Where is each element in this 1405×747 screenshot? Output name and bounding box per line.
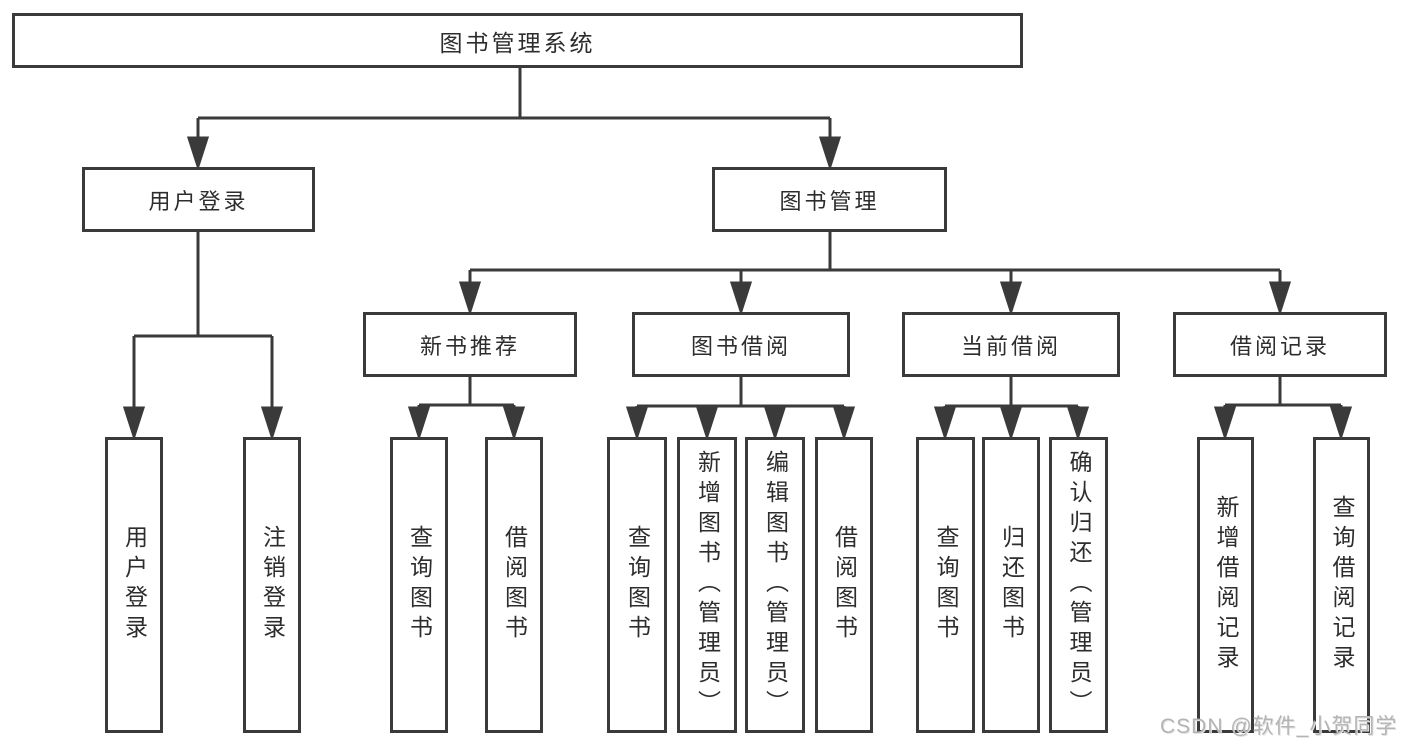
node-label: 归还图书 bbox=[998, 525, 1025, 645]
connector-user-login-to-leaves bbox=[122, 232, 284, 441]
arrowhead bbox=[999, 281, 1023, 316]
node-label: 借阅图书 bbox=[831, 525, 858, 645]
node-label: 新增图书（管理员） bbox=[694, 450, 721, 720]
node-label: 查询图书 bbox=[406, 525, 433, 645]
arrowhead bbox=[1066, 406, 1090, 441]
node-borrow-records: 借阅记录 bbox=[1173, 312, 1387, 377]
connector-root-to-level2 bbox=[186, 68, 842, 171]
arrowhead bbox=[458, 281, 482, 316]
leaf-user-login: 用户登录 bbox=[105, 437, 163, 733]
connector-book-borrow-to-leaves bbox=[625, 377, 856, 441]
node-label: 新书推荐 bbox=[419, 333, 520, 359]
leaf-add-book-admin: 新增图书（管理员） bbox=[677, 437, 737, 733]
arrowhead bbox=[1329, 406, 1353, 441]
leaf-query-books-current: 查询图书 bbox=[916, 437, 975, 733]
arrowhead bbox=[122, 406, 146, 441]
node-label: 用户登录 bbox=[121, 525, 148, 645]
csdn-watermark: CSDN @软件_小贺同学 bbox=[1160, 715, 1398, 738]
arrowhead bbox=[625, 406, 649, 441]
node-label: 借阅图书 bbox=[501, 525, 528, 645]
leaf-return-book: 归还图书 bbox=[982, 437, 1040, 733]
node-current-borrow: 当前借阅 bbox=[902, 312, 1120, 377]
arrowhead bbox=[933, 406, 957, 441]
leaf-borrow-books: 借阅图书 bbox=[815, 437, 873, 733]
arrowhead bbox=[186, 136, 210, 171]
leaf-confirm-return-admin: 确认归还（管理员） bbox=[1049, 437, 1108, 733]
connector-borrow-records-to-leaves bbox=[1213, 377, 1353, 441]
node-label: 借阅记录 bbox=[1229, 333, 1330, 359]
leaf-add-borrow-record: 新增借阅记录 bbox=[1197, 437, 1254, 733]
leaf-logout: 注销登录 bbox=[243, 437, 301, 733]
node-book-management: 图书管理 bbox=[712, 167, 947, 232]
node-user-login: 用户登录 bbox=[82, 167, 315, 232]
connector-new-book-to-leaves bbox=[407, 377, 526, 441]
arrowhead bbox=[832, 406, 856, 441]
leaf-query-borrow-record: 查询借阅记录 bbox=[1313, 437, 1370, 733]
node-label: 编辑图书（管理员） bbox=[762, 450, 789, 720]
arrowhead bbox=[1268, 281, 1292, 316]
arrowhead bbox=[999, 406, 1023, 441]
node-label: 查询图书 bbox=[624, 525, 651, 645]
arrowhead bbox=[818, 136, 842, 171]
node-label: 用户登录 bbox=[148, 188, 249, 214]
arrowhead bbox=[260, 406, 284, 441]
leaf-edit-book-admin: 编辑图书（管理员） bbox=[745, 437, 805, 733]
arrowhead bbox=[695, 406, 719, 441]
node-label: 新增借阅记录 bbox=[1213, 495, 1239, 675]
leaf-borrow-books-recommend: 借阅图书 bbox=[485, 437, 543, 733]
node-label: 图书借阅 bbox=[690, 333, 791, 359]
node-label: 当前借阅 bbox=[960, 333, 1061, 359]
node-label: 图书管理 bbox=[779, 188, 880, 214]
node-label: 查询图书 bbox=[933, 525, 959, 645]
arrowhead bbox=[502, 406, 526, 441]
arrowhead bbox=[407, 406, 431, 441]
leaf-query-books-borrow: 查询图书 bbox=[607, 437, 667, 733]
leaf-query-books-recommend: 查询图书 bbox=[390, 437, 448, 733]
node-label: 查询借阅记录 bbox=[1329, 495, 1355, 675]
node-label: 确认归还（管理员） bbox=[1066, 450, 1092, 720]
connector-book-management-to-level3 bbox=[458, 232, 1292, 316]
arrowhead bbox=[1213, 406, 1237, 441]
connector-current-borrow-to-leaves bbox=[933, 377, 1090, 441]
arrowhead bbox=[763, 406, 787, 441]
node-new-book-recommend: 新书推荐 bbox=[363, 312, 577, 377]
node-label: 图书管理系统 bbox=[439, 29, 596, 56]
node-book-borrow: 图书借阅 bbox=[632, 312, 850, 377]
node-root-system: 图书管理系统 bbox=[12, 13, 1023, 68]
arrowhead bbox=[729, 281, 753, 316]
node-label: 注销登录 bbox=[259, 525, 286, 645]
